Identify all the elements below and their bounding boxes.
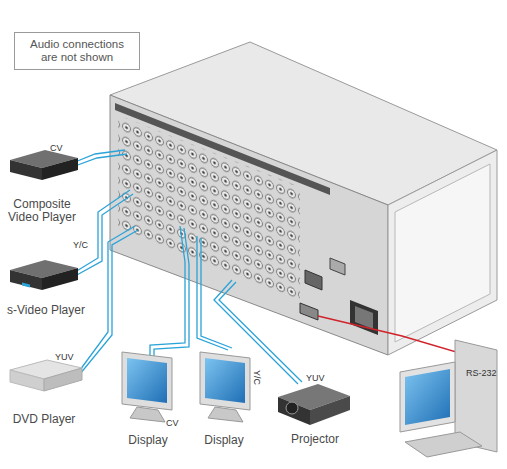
device-label: s-Video Player: [0, 304, 92, 317]
device-label: Display: [198, 434, 250, 447]
composite-player: [10, 150, 78, 180]
matrix-switcher: [110, 42, 497, 355]
node-text: DVD Player: [2, 413, 86, 426]
device-label: DVD Player: [2, 413, 86, 426]
projector: [278, 384, 350, 425]
node-text: Projector: [282, 433, 348, 446]
device-label: Projector: [282, 433, 348, 446]
signal-label: RS-232: [466, 368, 497, 378]
note-box: Audio connections are not shown: [14, 32, 140, 70]
node-text: s-Video Player: [0, 304, 92, 317]
computer: [400, 340, 497, 457]
signal-label: YUV: [306, 373, 325, 383]
display-monitor: [200, 352, 250, 422]
node-text: Display: [198, 434, 250, 447]
video-cables: [75, 150, 302, 384]
signal-label: CV: [166, 418, 179, 428]
dvd-player: [10, 360, 82, 391]
signal-label: CV: [50, 143, 63, 153]
node-text: Audio connections are not shown: [24, 38, 130, 64]
device-label: Display: [122, 434, 174, 447]
node-text: Display: [122, 434, 174, 447]
signal-label: Y/C: [252, 370, 262, 385]
node-text: Composite Video Player: [2, 198, 82, 224]
signal-label: YUV: [55, 352, 74, 362]
device-label: Composite Video Player: [2, 198, 82, 224]
svideo-player: [10, 260, 78, 290]
display-monitor: [122, 352, 172, 422]
signal-label: Y/C: [73, 240, 88, 250]
